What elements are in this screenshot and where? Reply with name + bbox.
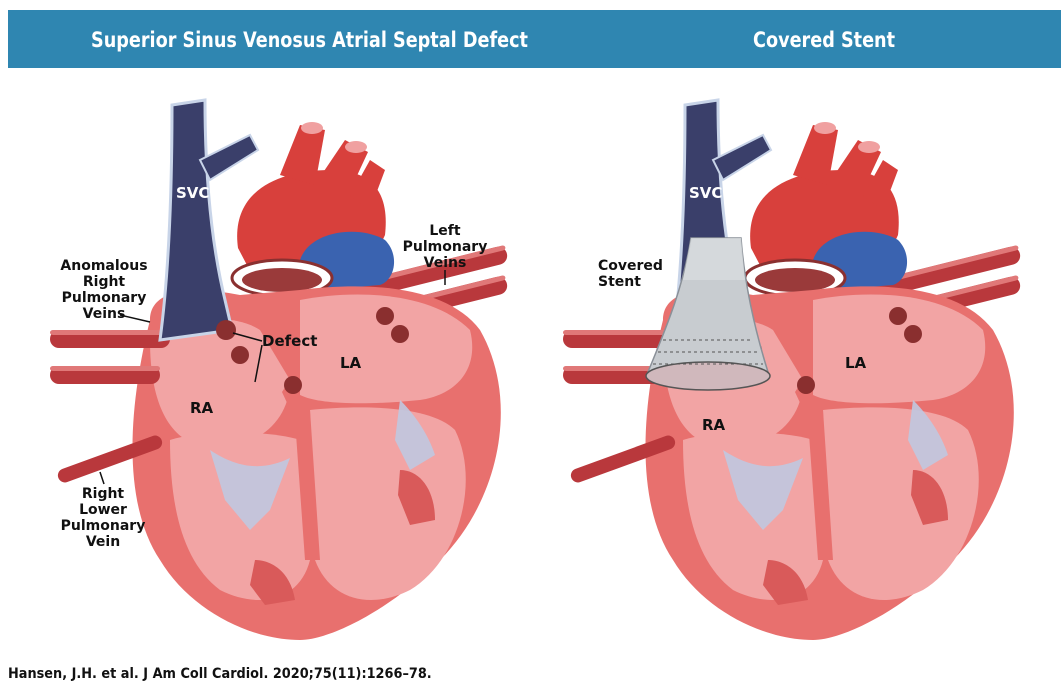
- svg-text:Pulmonary: Pulmonary: [62, 290, 147, 306]
- svg-text:Anomalous: Anomalous: [60, 258, 147, 274]
- svg-text:Pulmonary: Pulmonary: [403, 239, 488, 255]
- svg-text:Right: Right: [83, 274, 126, 290]
- label-covered-stent: Covered Stent: [598, 258, 663, 290]
- citation-text: Hansen, J.H. et al. J Am Coll Cardiol. 2…: [8, 666, 432, 682]
- label-la-left: LA: [340, 354, 362, 372]
- label-svc-right: SVC: [689, 184, 722, 202]
- label-ra-left: RA: [190, 399, 214, 417]
- svg-text:Covered: Covered: [598, 258, 663, 274]
- svg-text:Vein: Vein: [86, 534, 120, 550]
- svg-text:Veins: Veins: [83, 306, 126, 322]
- svg-text:Stent: Stent: [598, 274, 641, 290]
- svg-text:Left: Left: [429, 223, 461, 239]
- svg-text:Right: Right: [82, 486, 125, 502]
- defect-opening: [216, 320, 236, 340]
- label-la-right: LA: [845, 354, 867, 372]
- svg-text:Lower: Lower: [79, 502, 127, 518]
- svg-text:Veins: Veins: [424, 255, 467, 271]
- svg-text:Pulmonary: Pulmonary: [61, 518, 146, 534]
- label-right-lower-pulmonary-vein: Right Lower Pulmonary Vein: [61, 486, 146, 550]
- label-anomalous-right-pulmonary-veins: Anomalous Right Pulmonary Veins: [60, 258, 147, 322]
- left-heart-illustration: [50, 100, 509, 640]
- label-defect: Defect: [262, 332, 317, 350]
- right-heart-illustration: [563, 100, 1022, 640]
- svc-vessel: [160, 100, 232, 340]
- label-ra-right: RA: [702, 416, 726, 434]
- label-svc-left: SVC: [176, 184, 209, 202]
